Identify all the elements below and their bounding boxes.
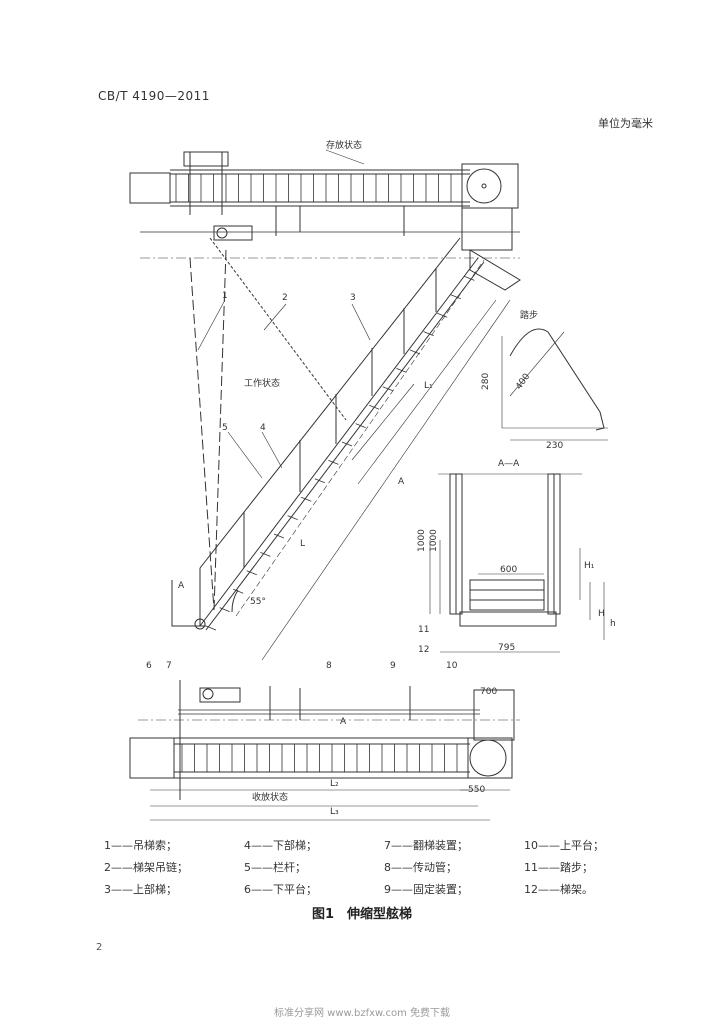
callout-4: 4: [260, 423, 266, 433]
legend-item: 11——踏步；: [524, 861, 593, 874]
legend-item: 6——下平台；: [244, 883, 317, 896]
legend-item: 1——吊梯索；: [104, 839, 177, 852]
dim-h: h: [610, 619, 616, 629]
legend-row: 3——上部梯； 6——下平台； 9——固定装置； 12——梯架。: [104, 878, 664, 900]
dim-230: 230: [546, 441, 563, 451]
callout-1: 1: [222, 291, 228, 301]
dim-1000a: 1000: [417, 529, 427, 552]
figure-title: 图1 伸缩型舷梯: [311, 907, 413, 922]
working-ladder: [171, 237, 511, 661]
dim-L3: L₃: [330, 807, 339, 817]
dim-H: H: [598, 609, 605, 619]
page-number: 2: [96, 942, 103, 953]
dim-280: 280: [481, 373, 491, 390]
watermark: 标准分享网 www.bzfxw.com 免费下载: [274, 1008, 450, 1019]
legend-item: 7——翻梯装置；: [384, 839, 468, 852]
dim-L1: L₁: [424, 381, 433, 391]
step-detail: [501, 328, 608, 441]
dim-L: L: [300, 539, 305, 549]
standard-number: CB/T 4190—2011: [98, 89, 210, 103]
legend-item: 12——梯架。: [524, 883, 593, 896]
dim-400: 400: [514, 372, 532, 392]
section-mark-A: A: [340, 717, 347, 727]
callout-2: 2: [282, 293, 288, 303]
section-aa: [429, 473, 605, 653]
legend-row: 2——梯架吊链； 5——栏杆； 8——传动管； 11——踏步；: [104, 856, 664, 878]
legend-item: 10——上平台；: [524, 839, 604, 852]
unit-note: 单位为毫米: [598, 117, 653, 130]
legend-item: 5——栏杆；: [244, 861, 306, 874]
callout-10: 10: [446, 661, 458, 671]
angle-label: 55°: [250, 597, 266, 607]
dim-550: 550: [468, 785, 485, 795]
callout-3: 3: [350, 293, 356, 303]
callout-8: 8: [326, 661, 332, 671]
upper-stowed-view: [129, 149, 521, 291]
label-lower-stowed: 收放状态: [252, 791, 288, 803]
callout-11: 11: [418, 625, 429, 635]
dim-795: 795: [498, 643, 515, 653]
callout-6: 6: [146, 661, 152, 671]
lower-stowed-view: [129, 680, 520, 821]
dim-700: 700: [480, 687, 497, 697]
legend-row: 1——吊梯索； 4——下部梯； 7——翻梯装置； 10——上平台；: [104, 834, 664, 856]
label-upper-stowed: 存放状态: [326, 139, 362, 151]
label-section-aa: A—A: [498, 459, 520, 469]
callout-12: 12: [418, 645, 429, 655]
legend-item: 3——上部梯；: [104, 883, 177, 896]
dim-H1: H₁: [584, 561, 595, 571]
label-step-detail: 踏步: [520, 309, 538, 321]
callout-9: 9: [390, 661, 396, 671]
callout-5: 5: [222, 423, 228, 433]
section-mark-A-left: A: [178, 581, 185, 591]
section-mark-A-right: A: [398, 477, 405, 487]
callout-7: 7: [166, 661, 172, 671]
dim-1000b: 1000: [429, 529, 439, 552]
legend-item: 4——下部梯；: [244, 839, 317, 852]
legend: 1——吊梯索； 4——下部梯； 7——翻梯装置； 10——上平台； 2——梯架吊链； 5—…: [104, 834, 664, 900]
legend-item: 2——梯架吊链；: [104, 861, 188, 874]
dim-L2: L₂: [330, 779, 339, 789]
legend-item: 8——传动管；: [384, 861, 457, 874]
dim-600: 600: [500, 565, 517, 575]
label-working: 工作状态: [244, 377, 280, 389]
legend-item: 9——固定装置；: [384, 883, 468, 896]
